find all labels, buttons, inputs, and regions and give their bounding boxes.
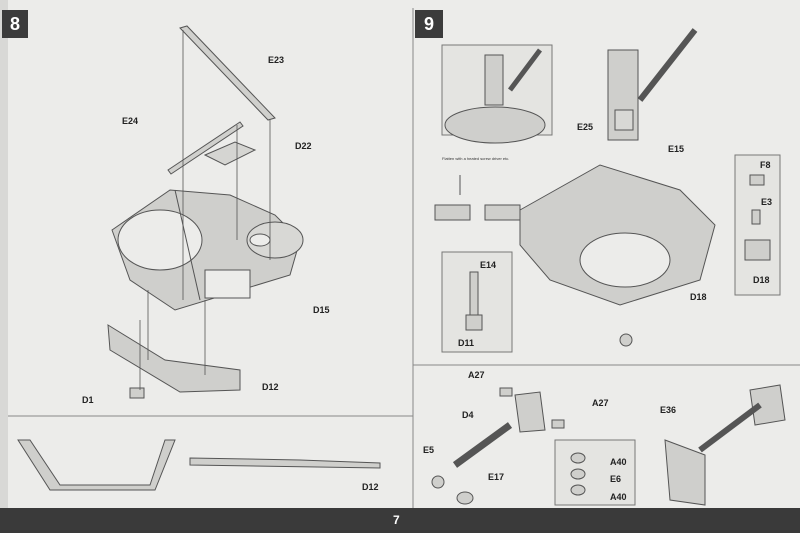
page-number: 7 <box>393 513 400 527</box>
label-e6: E6 <box>610 474 622 484</box>
mantlet-gun-drawing <box>431 387 565 505</box>
inset-d11-view <box>441 251 513 353</box>
d12-detail-drawing <box>17 439 381 491</box>
e36-assembly-drawing <box>664 384 786 506</box>
label-d11: D11 <box>458 338 475 348</box>
label-d4: D4 <box>462 410 474 420</box>
label-e14: E14 <box>480 260 497 270</box>
page-footer <box>0 508 800 533</box>
plate-e24-drawing <box>167 121 244 175</box>
label-e3: E3 <box>761 197 773 207</box>
step-8-badge: 8 <box>2 10 28 38</box>
a40-inset-drawing <box>554 439 636 506</box>
label-e25: E25 <box>577 122 594 132</box>
flatten-note: Flatten with a heated screw driver etc. <box>442 156 510 161</box>
label-e5: E5 <box>423 445 435 455</box>
inset-d18-view <box>734 154 781 296</box>
label-e36: E36 <box>660 405 677 415</box>
label-e17: E17 <box>488 472 505 482</box>
label-e15: E15 <box>668 144 685 154</box>
sheet-edge <box>0 0 8 508</box>
part-d1-drawing <box>129 387 145 399</box>
inset-turret-ring-view <box>441 44 553 144</box>
label-d15: D15 <box>313 305 330 315</box>
label-e24: E24 <box>122 116 139 126</box>
assembly-guide-lines <box>139 30 271 390</box>
plate-e23-drawing <box>179 25 276 121</box>
label-d18: D18 <box>690 292 707 302</box>
label-e23: E23 <box>268 55 285 65</box>
label-f8: F8 <box>760 160 771 170</box>
label-d18-inset: D18 <box>753 275 770 285</box>
label-a40-bottom: A40 <box>610 492 627 502</box>
flatten-instruction-drawing <box>434 175 521 221</box>
label-d22: D22 <box>295 141 312 151</box>
label-d12-detail: D12 <box>362 482 379 492</box>
step-9-badge: 9 <box>415 10 443 38</box>
side-plate-d12-drawing <box>107 324 241 393</box>
hull-floor-drawing <box>111 189 304 311</box>
label-a27-right: A27 <box>592 398 609 408</box>
plate-d22-drawing <box>203 141 257 166</box>
label-a40-top: A40 <box>610 457 627 467</box>
label-d12: D12 <box>262 382 279 392</box>
turret-floor-drawing <box>519 28 716 347</box>
label-a27-left: A27 <box>468 370 485 380</box>
label-d1: D1 <box>82 395 94 405</box>
